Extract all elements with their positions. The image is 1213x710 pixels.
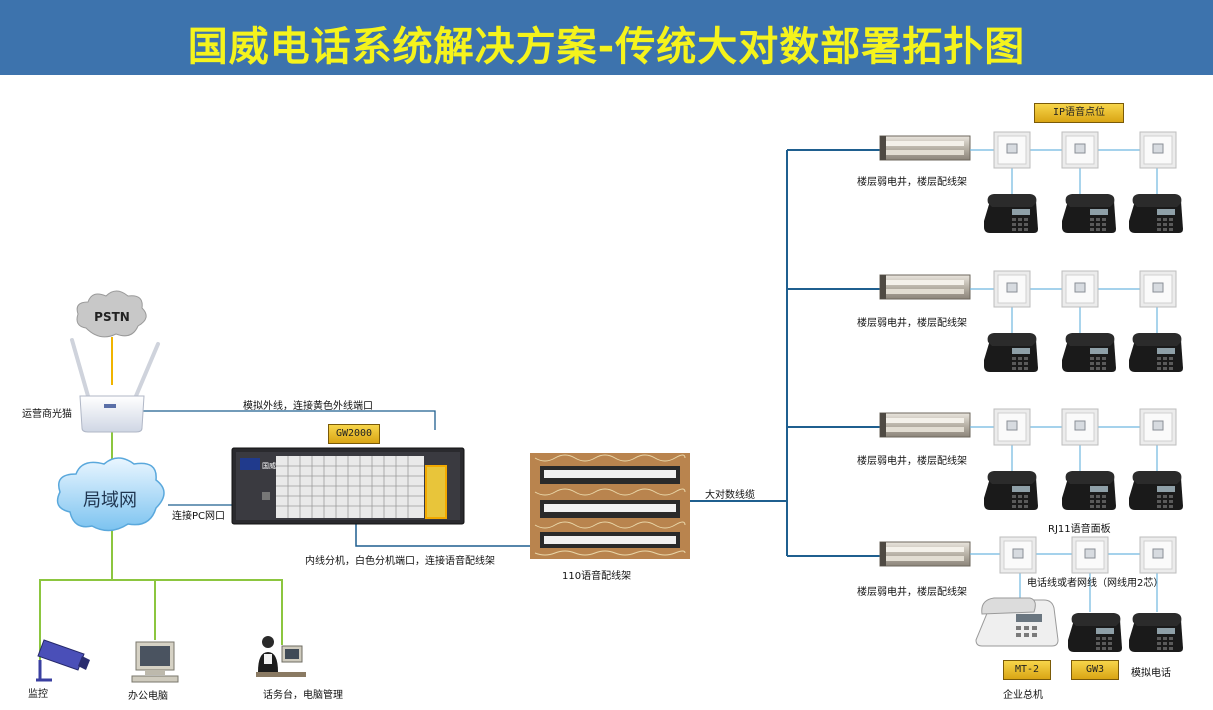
rj11-socket-icon [999,536,1037,574]
rj11-socket-icon [1139,408,1177,446]
desk-phone-icon [1062,471,1116,510]
floor-rack-label: 楼层弱电井，楼层配线架 [857,587,967,598]
enterprise-phone-icon [975,597,1059,647]
desk-phone-icon [1129,194,1183,233]
pbx-badge: 国威 [262,461,276,470]
office-pc-label: 办公电脑 [128,691,168,702]
rj11-socket-icon [1061,270,1099,308]
title-banner: 国威电话系统解决方案-传统大对数部署拓扑图 [0,0,1213,75]
enterprise-phone-label: 企业总机 [1003,690,1043,701]
desk-phone-icon [1062,194,1116,233]
extension-link [355,524,532,547]
analog-trunk-label: 模拟外线，连接黄色外线端口 [243,401,373,412]
floor-4 [879,536,1183,652]
rj11-panel-label: RJ11语音面板 [1048,524,1111,535]
floor-3 [879,408,1183,510]
cable-note-label: 电话线或者网线（网线用2芯） [1027,578,1164,589]
ip-point-tag: IP语音点位 [1034,103,1124,123]
rj11-socket-icon [993,270,1031,308]
rj11-socket-icon [1071,536,1109,574]
page-title: 国威电话系统解决方案-传统大对数部署拓扑图 [187,24,1026,70]
operator-icon [256,636,306,677]
rj11-socket-icon [1061,408,1099,446]
floor-rack-icon [879,135,971,161]
isp-modem-label: 运营商光猫 [22,409,72,420]
desk-phone-icon [984,471,1038,510]
desk-phone-icon [984,194,1038,233]
bulk-cable-label: 大对数线缆 [705,490,755,501]
analog-trunk-link [140,410,436,430]
operator-label: 话务台，电脑管理 [263,690,343,701]
extension-label: 内线分机，白色分机端口，连接语音配线架 [305,556,495,567]
pstn-cloud: PSTN [76,290,147,338]
desk-phone-icon [984,333,1038,372]
lan-branch [39,579,283,660]
pstn-label: PSTN [94,310,130,324]
rj11-socket-icon [1139,270,1177,308]
camera-icon [36,639,90,682]
analog-phone-label: 模拟电话 [1131,668,1171,679]
floor-1 [879,131,1183,233]
rj11-socket-icon [1139,131,1177,169]
lan-label: 局域网 [83,490,137,511]
pbx-chassis: 国威 [231,447,465,525]
mdf-panel-icon [530,453,690,559]
rj11-socket-icon [1061,131,1099,169]
pbx-trunk-ports [425,465,447,519]
pbx-lan-port [262,492,270,500]
floor-rack-icon [879,412,971,438]
desk-phone-icon [1129,333,1183,372]
desk-phone-icon [1129,471,1183,510]
office-pc-icon [131,641,179,683]
monitor-label: 监控 [28,689,48,700]
rj11-socket-icon [993,408,1031,446]
modem-icon [70,338,160,433]
mdf-label: 110语音配线架 [562,571,632,582]
floor-rack-icon [879,541,971,567]
desk-phone-icon [1129,613,1183,652]
pc-port-label: 连接PC网口 [172,511,226,522]
enterprise-phone-tag: MT-2 [1003,660,1051,680]
pbx-model-tag: GW2000 [328,424,380,444]
pbx-port-grid [276,456,424,518]
rj11-socket-icon [1139,536,1177,574]
lan-cloud: 局域网 [56,457,165,532]
floor-rack-label: 楼层弱电井，楼层配线架 [857,177,967,188]
floor-rack-label: 楼层弱电井，楼层配线架 [857,456,967,467]
desk-phone-icon [1062,333,1116,372]
floor-2 [879,270,1183,372]
desk-phone-icon [1068,613,1122,652]
floor-rack-label: 楼层弱电井，楼层配线架 [857,318,967,329]
floor-rack-icon [879,274,971,300]
gw3-tag: GW3 [1071,660,1119,680]
rj11-socket-icon [993,131,1031,169]
